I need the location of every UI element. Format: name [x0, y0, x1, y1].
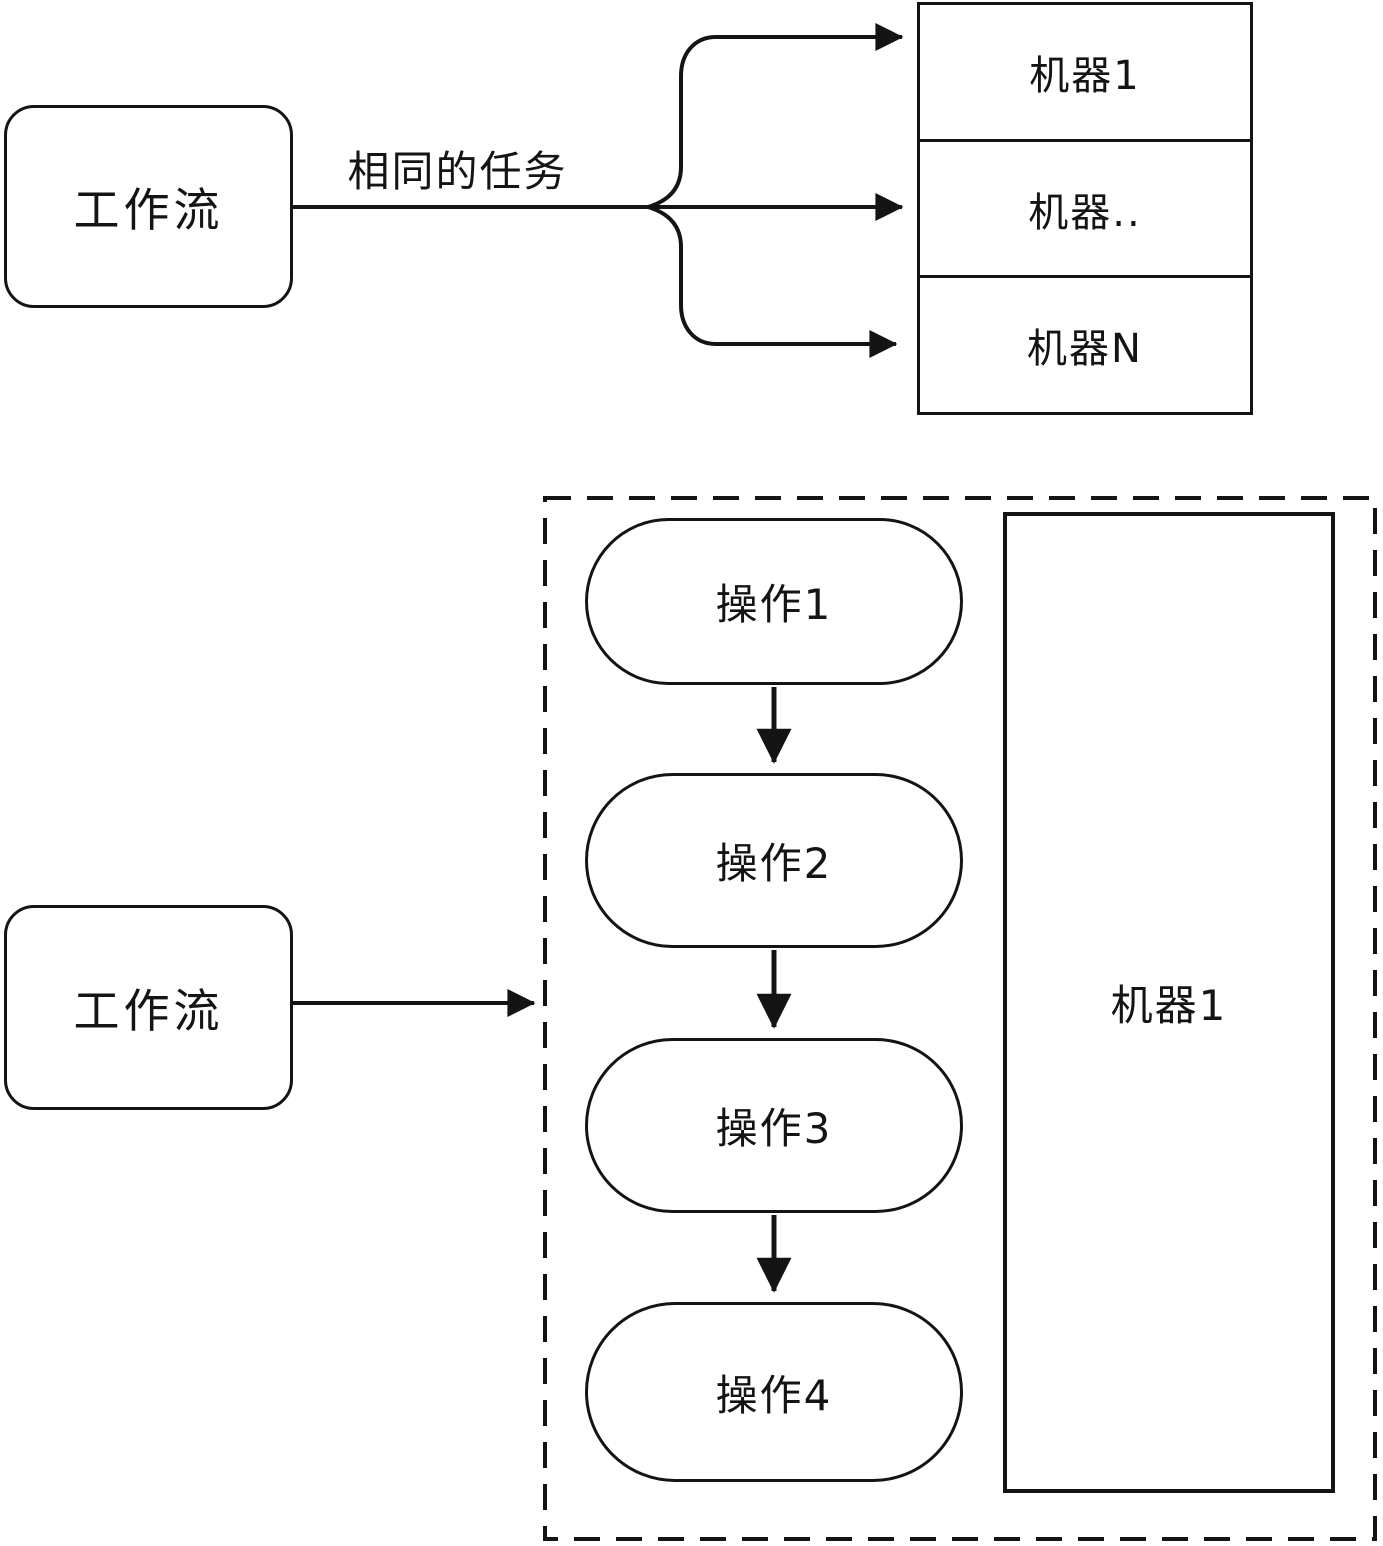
- edge-label-same-task: 相同的任务: [347, 147, 568, 196]
- machine-cell-n: 机器N: [920, 275, 1250, 412]
- machine-cell-n-label: 机器N: [1027, 326, 1143, 373]
- edge-branch-machine-1: [647, 23, 904, 209]
- operation-node-2: 操作2: [585, 773, 963, 948]
- machine-cell-dots-label: 机器..: [1028, 189, 1142, 236]
- workflow-box-bottom: 工作流: [4, 905, 293, 1110]
- operation-node-3-label: 操作3: [715, 1104, 833, 1153]
- workflow-box-top-label: 工作流: [73, 182, 224, 237]
- machine-cell-1-label: 机器1: [1029, 52, 1141, 99]
- operation-node-2-label: 操作2: [715, 839, 833, 888]
- machine-stack: 机器1 机器.. 机器N: [917, 2, 1253, 415]
- workflow-box-top: 工作流: [4, 105, 293, 308]
- workflow-box-bottom-label: 工作流: [73, 983, 224, 1038]
- machine-box-bottom-label: 机器1: [1110, 981, 1228, 1030]
- operation-node-3: 操作3: [585, 1038, 963, 1213]
- machine-cell-dots: 机器..: [920, 138, 1250, 276]
- operation-node-1-label: 操作1: [715, 580, 833, 629]
- machine-box-bottom: 机器1: [1003, 512, 1335, 1493]
- machine-cell-1: 机器1: [920, 5, 1250, 139]
- operation-node-4: 操作4: [585, 1302, 963, 1482]
- operation-node-1: 操作1: [585, 518, 963, 685]
- edge-branch-machine-n: [647, 205, 898, 358]
- operation-node-4-label: 操作4: [715, 1370, 833, 1420]
